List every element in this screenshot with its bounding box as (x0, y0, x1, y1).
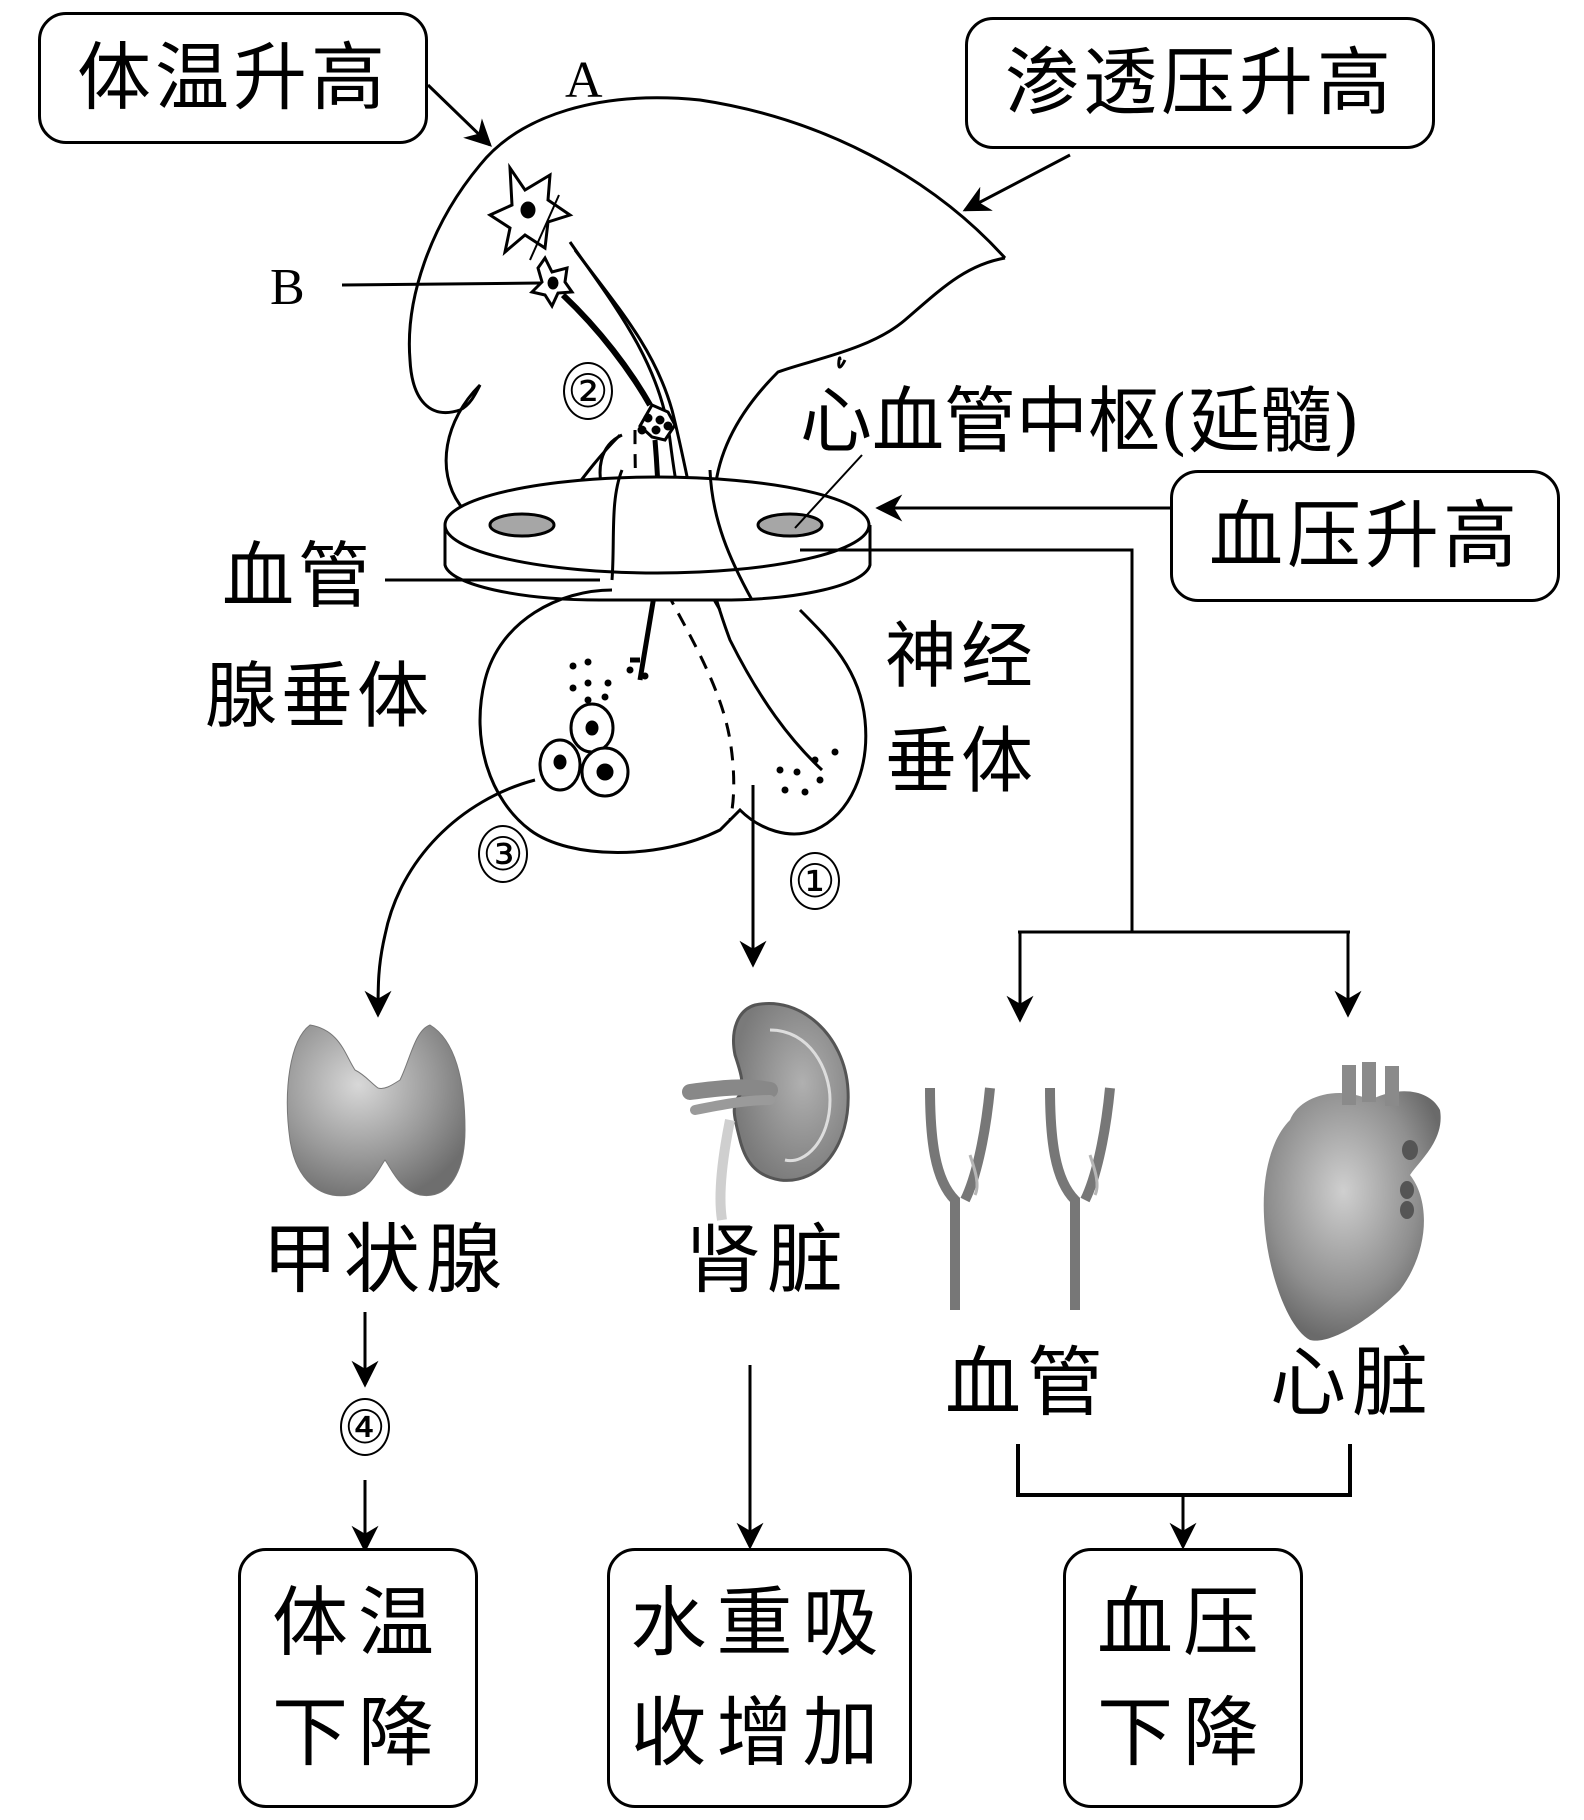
cardiovascular-center-label: 心血管中枢(延髓) (800, 379, 1361, 463)
nucleus-left (488, 512, 556, 538)
outcome-temp-down-line2: 下降 (272, 1688, 444, 1777)
pathway-marker-2: ② (563, 362, 613, 420)
portal-vessel (633, 429, 736, 821)
neuron-a-label: A (565, 52, 603, 109)
blood-vessel-portal-label: 血管 (222, 534, 375, 618)
outcome-water-reabsorb-line2: 收增加 (630, 1688, 889, 1777)
pathway-marker-4: ④ (340, 1398, 390, 1456)
cv-center-leader (794, 454, 863, 529)
pathway-marker-1: ① (790, 852, 840, 910)
neuron-b-label: B (270, 259, 305, 316)
target-kidney-label: 肾脏 (685, 1215, 849, 1304)
target-blood-vessel-label: 血管 (945, 1338, 1109, 1427)
neurohypophysis-label-1: 神经 (885, 614, 1038, 698)
neuron-b (529, 255, 575, 310)
neuron-a (486, 162, 574, 256)
thyroid-icon (286, 1024, 466, 1197)
hypothalamus-outline (407, 96, 1007, 532)
neurohypophysis-label-2: 垂体 (885, 719, 1038, 803)
outcome-bp-down: 血压 下降 (1063, 1548, 1303, 1808)
kidney-icon (682, 1002, 850, 1221)
outcome-water-reabsorb-line1: 水重吸 (630, 1577, 889, 1667)
merge-bracket (1016, 1444, 1352, 1497)
arrow-osmotic-stimulus (962, 153, 1071, 212)
adenohypophysis-label: 腺垂体 (205, 654, 434, 738)
cv-output-line (800, 548, 1134, 932)
stimulus-osmotic-up-text: 渗透压升高 (1005, 40, 1395, 126)
outcome-temp-down: 体温 下降 (238, 1548, 478, 1808)
target-heart-label: 心脏 (1270, 1338, 1434, 1427)
neuron-a-leader (529, 194, 560, 261)
outcome-temp-down-line1: 体温 (272, 1577, 444, 1667)
secretory-granules (569, 658, 839, 796)
endocrine-cells (538, 702, 630, 798)
axon-b (560, 292, 653, 407)
target-thyroid-label: 甲状腺 (262, 1215, 508, 1304)
stimulus-osmotic-up: 渗透压升高 (965, 17, 1435, 149)
pathway-marker-3: ③ (478, 825, 528, 883)
nucleus-right (756, 512, 824, 538)
stimulus-body-temp-up: 体温升高 (38, 12, 428, 144)
outcome-bp-down-line1: 血压 (1097, 1577, 1269, 1667)
arrow-temp-stimulus (426, 83, 492, 147)
pituitary-body (478, 588, 868, 854)
arrow-pathway-3 (364, 778, 536, 1018)
stimulus-bp-up-text: 血压升高 (1209, 493, 1521, 579)
blood-vessel-icon (925, 1087, 1115, 1310)
heart-icon (1263, 1062, 1441, 1341)
outcome-bp-down-line2: 下降 (1097, 1688, 1269, 1777)
outcome-water-reabsorb: 水重吸 收增加 (607, 1548, 912, 1808)
neuron-b-leader (341, 281, 541, 287)
stimulus-bp-up: 血压升高 (1170, 470, 1560, 602)
median-eminence-terminal (637, 403, 677, 442)
stimulus-body-temp-up-text: 体温升高 (77, 35, 389, 121)
medulla-disc (443, 475, 872, 602)
